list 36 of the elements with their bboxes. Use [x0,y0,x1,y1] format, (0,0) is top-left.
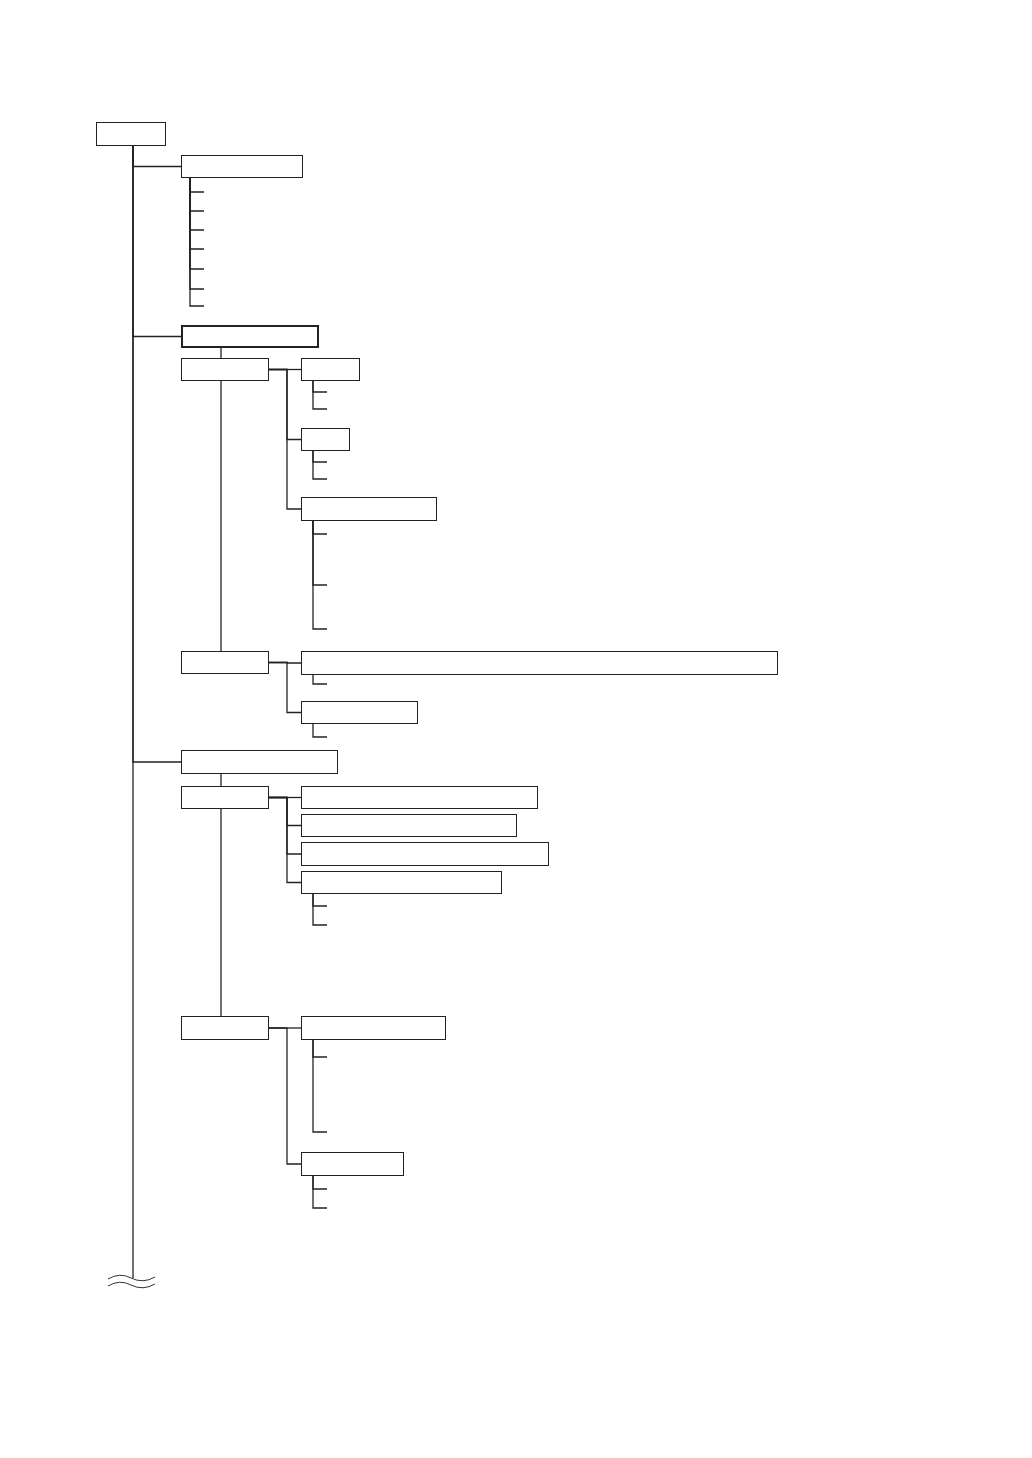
branch-line [312,1039,328,1133]
empty-box [301,814,517,837]
empty-box [181,1016,269,1040]
empty-box [301,701,418,724]
empty-box [181,325,319,348]
branch-line [312,723,328,738]
connector-line [220,808,222,1017]
connector-line [268,368,302,510]
branch-line [312,520,328,630]
empty-box [181,358,269,381]
connector-line [220,380,222,652]
branch-line [312,1175,328,1209]
branch-line [312,893,328,926]
empty-box [301,651,778,675]
empty-box [301,871,502,894]
connector-line [220,773,222,787]
branch-line [312,674,328,685]
empty-box [301,842,549,866]
empty-box [301,497,437,521]
branch-line [312,380,328,410]
branch-line [132,145,134,1279]
empty-box [181,786,269,809]
empty-box [96,122,166,146]
empty-box [181,750,338,774]
empty-box [301,1152,404,1176]
empty-box [301,428,350,451]
empty-box [301,786,538,809]
empty-box [181,155,303,178]
empty-box [301,1016,446,1040]
branch-line [312,450,328,480]
empty-box [181,651,269,674]
connector-line [268,1027,302,1165]
empty-box [301,358,360,381]
connector-line [220,347,222,359]
connector-line [268,796,302,884]
connector-line [268,661,302,714]
